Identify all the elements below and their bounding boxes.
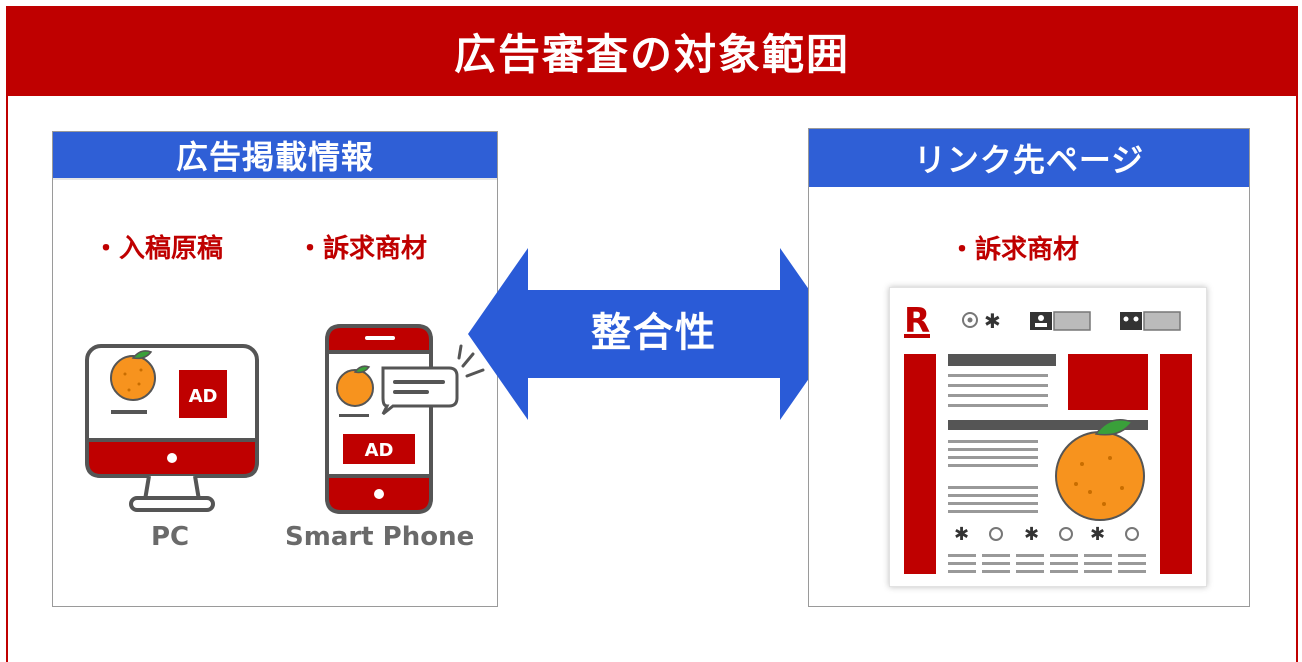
ad-info-panel: 広告掲載情報 ・入稿原稿 ・訴求商材 AD PC AD (52, 131, 498, 607)
bullet-promoted-product: ・訴求商材 (297, 234, 428, 264)
page-title: 広告審査の対象範囲 (6, 6, 1298, 96)
mandarin-orange-icon-page (1055, 419, 1145, 521)
chat-bubble-icon (381, 366, 459, 416)
webpage-mockup: R ✱ (889, 287, 1207, 587)
pc-ad-badge: AD (189, 386, 218, 407)
notification-lines-icon (457, 344, 485, 378)
smartphone-icon: AD (325, 324, 485, 514)
svg-text:✱: ✱ (984, 309, 1001, 333)
sparkle-icon: ✱ (984, 309, 1001, 333)
phone-ad-badge: AD (365, 440, 394, 461)
landing-page-heading: リンク先ページ (809, 129, 1249, 187)
gear-icon (962, 312, 978, 328)
pc-monitor-icon: AD (85, 344, 259, 512)
svg-text:✱: ✱ (1024, 524, 1039, 545)
bullet-landing-product: ・訴求商材 (949, 235, 1080, 265)
bullet-submitted-ad: ・入稿原稿 (93, 234, 224, 264)
smartphone-label: Smart Phone (285, 522, 475, 552)
svg-text:✱: ✱ (1090, 524, 1105, 545)
outer-frame (6, 6, 1298, 662)
pc-label: PC (151, 522, 190, 552)
consistency-label: 整合性 (591, 310, 717, 356)
mandarin-orange-icon-phone (336, 365, 374, 407)
ad-info-heading: 広告掲載情報 (53, 132, 497, 180)
landing-page-panel: リンク先ページ ・訴求商材 R ✱ (808, 128, 1250, 607)
mandarin-orange-icon (110, 350, 156, 401)
svg-text:✱: ✱ (954, 524, 969, 545)
double-arrow-icon (468, 248, 840, 420)
